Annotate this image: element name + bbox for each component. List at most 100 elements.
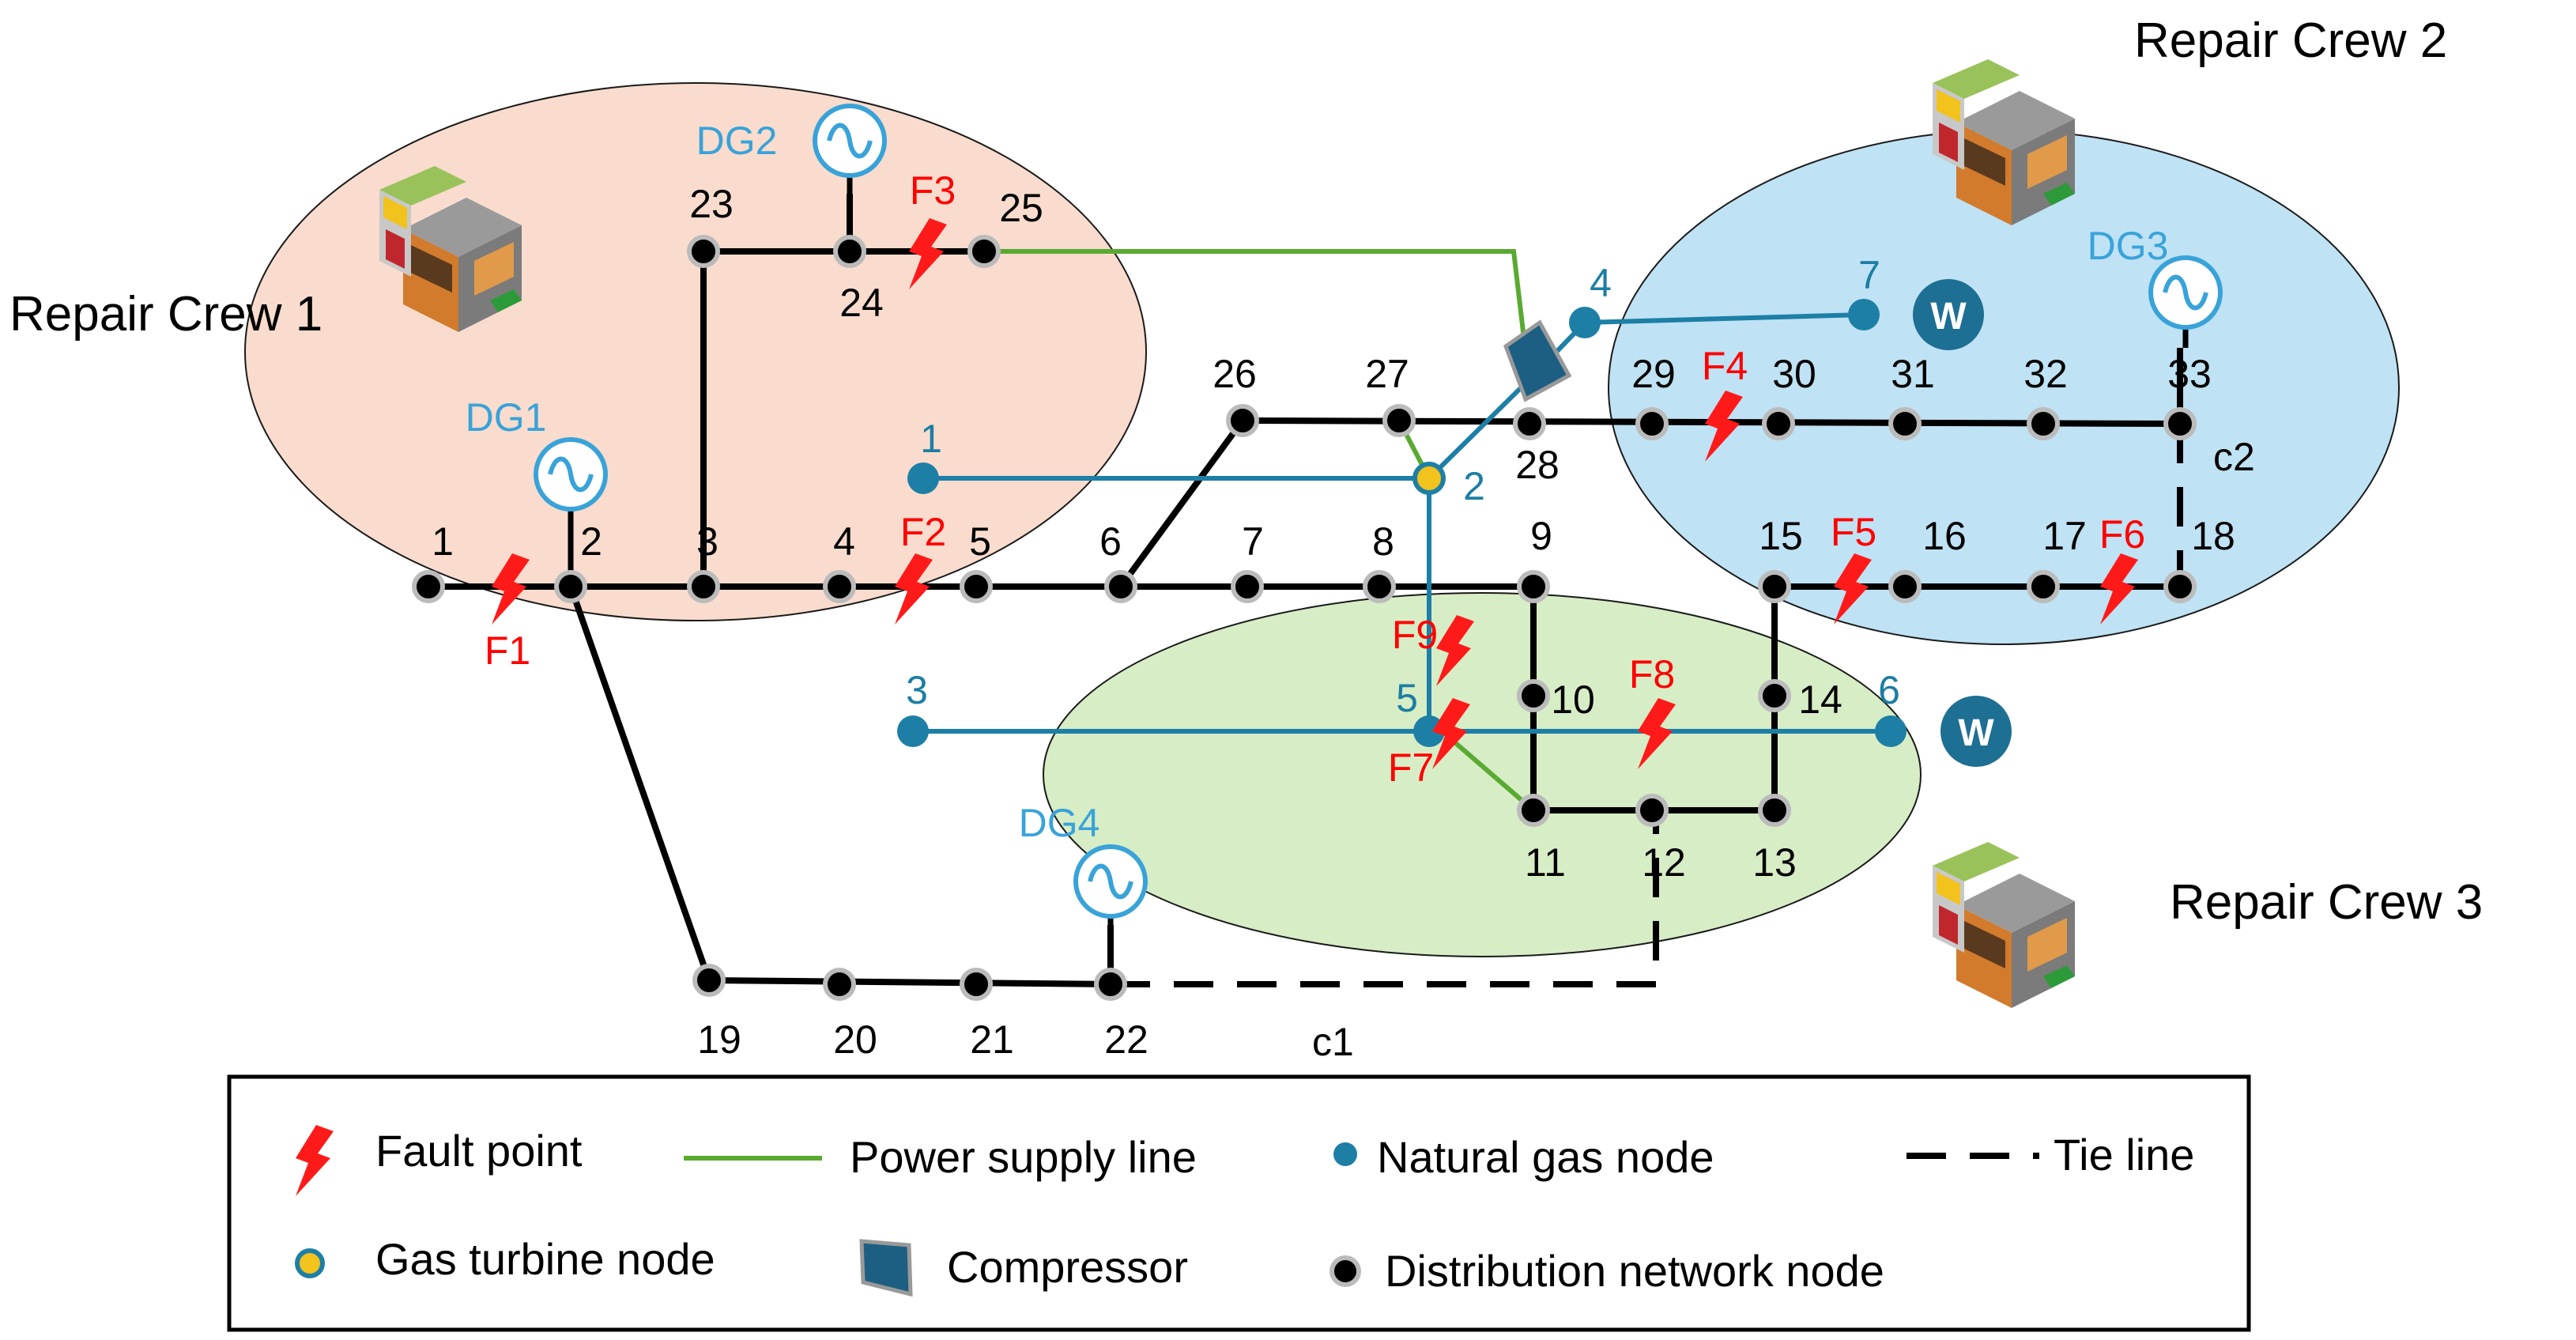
legend-distribution-network-node: Distribution network node [1385, 1246, 1884, 1296]
natural-gas-node [897, 715, 929, 747]
generator-icon [813, 104, 887, 178]
distribution-node [412, 570, 445, 603]
dg-label: DG2 [696, 119, 778, 163]
natural-gas-node [1875, 715, 1907, 747]
distribution-node-label: 12 [1642, 840, 1686, 885]
crew-label-3: Repair Crew 3 [2170, 875, 2483, 930]
distribution-node [1094, 968, 1127, 1001]
distribution-node [1758, 570, 1791, 603]
tie-label-c2: c2 [2213, 435, 2255, 479]
distribution-node [1635, 407, 1669, 440]
zone-repair-crew-3 [1043, 592, 1922, 957]
distribution-node [687, 235, 720, 268]
gas-turbine-node [1412, 462, 1446, 495]
distribution-node [1104, 570, 1137, 603]
distribution-node-label: 18 [2191, 514, 2235, 558]
legend-power-supply-line: Power supply line [850, 1132, 1197, 1182]
distribution-node-label: 6 [1099, 519, 1122, 564]
distribution-nodes [412, 235, 2197, 1001]
distribution-node-label: 3 [696, 519, 718, 564]
distribution-node-label: 19 [697, 1017, 741, 1062]
distribution-node [1517, 794, 1550, 827]
distribution-node [823, 968, 856, 1001]
distribution-node [823, 570, 856, 603]
distribution-node-label: 33 [2167, 352, 2212, 396]
distribution-node-label: 11 [1525, 840, 1566, 885]
gas-nodes [897, 299, 1907, 747]
gas-node-label: 1 [920, 417, 942, 461]
distribution-node-label: 28 [1515, 443, 1560, 487]
generator-icon [2148, 255, 2223, 330]
distribution-node [1758, 794, 1791, 827]
distribution-node-label: 30 [1772, 352, 1816, 396]
dg-label: DG1 [466, 395, 547, 440]
legend-tie-line: Tie line [2054, 1130, 2194, 1180]
crew-label-1: Repair Crew 1 [9, 287, 322, 342]
distribution-node [833, 235, 866, 268]
distribution-node-label: 23 [689, 182, 734, 226]
distribution-node [1517, 570, 1550, 603]
distribution-node-label: 2 [580, 519, 602, 564]
distribution-node [1226, 404, 1259, 437]
distribution-node-icon [1329, 1255, 1361, 1287]
distribution-node [1888, 407, 1922, 440]
gas-node-label: 2 [1463, 464, 1485, 508]
fault-label: F9 [1392, 613, 1438, 657]
distribution-node-label: 9 [1530, 514, 1552, 558]
fault-label: F5 [1831, 510, 1876, 554]
distribution-node [1382, 404, 1416, 437]
distribution-node [1635, 794, 1669, 827]
legend-natural-gas-node: Natural gas node [1377, 1132, 1714, 1182]
generators [534, 104, 2223, 919]
distribution-node [1513, 407, 1546, 440]
natural-gas-node [907, 462, 939, 494]
distribution-node-label: 29 [1631, 352, 1676, 396]
legend: Fault point Power supply line Natural ga… [227, 1074, 2251, 1332]
distribution-node [554, 570, 587, 603]
distribution-node-label: 10 [1551, 678, 1595, 722]
distribution-node [967, 235, 1001, 268]
distribution-node-label: 13 [1752, 840, 1797, 885]
crew-label-2: Repair Crew 2 [2134, 13, 2447, 68]
distribution-node-label: 14 [1798, 678, 1842, 722]
gas-node-label: 3 [906, 668, 928, 712]
distribution-node-label: 25 [999, 186, 1043, 230]
gas-well-6: W [1940, 696, 2012, 767]
natural-gas-node [1569, 307, 1601, 338]
distribution-node-label: 31 [1891, 352, 1935, 396]
distribution-node-label: 17 [2042, 514, 2087, 558]
gas-node-label: 5 [1396, 676, 1418, 720]
gas-node-label: 7 [1858, 253, 1880, 297]
distribution-node [1231, 570, 1264, 603]
legend-fault-point: Fault point [375, 1126, 583, 1176]
legend-compressor: Compressor [947, 1242, 1188, 1292]
gas-turbine-node-icon [295, 1248, 325, 1278]
gas-well-symbol: W [1958, 712, 1994, 754]
fault-label: F8 [1629, 652, 1675, 696]
dg-label: DG4 [1019, 801, 1100, 845]
distribution-node-label: 4 [833, 519, 855, 564]
distribution-node-label: 16 [1922, 514, 1967, 558]
distribution-node [1363, 570, 1396, 603]
distribution-node-label: 32 [2023, 352, 2068, 396]
gas-well-7: W [1913, 279, 1984, 350]
distribution-node [2027, 407, 2060, 440]
legend-gas-turbine-node: Gas turbine node [375, 1234, 715, 1284]
fault-label: F1 [485, 628, 530, 673]
distribution-node-label: 26 [1213, 352, 1257, 396]
repair-station-icon [1933, 842, 2075, 1008]
distribution-node [1888, 570, 1922, 603]
fault-label: F2 [900, 510, 946, 554]
distribution-node-label: 20 [833, 1017, 877, 1062]
distribution-node-label: 7 [1242, 519, 1264, 564]
distribution-node [2163, 570, 2197, 603]
distribution-node [687, 570, 720, 603]
distribution-node-label: 5 [969, 519, 991, 564]
distribution-node-label: 8 [1372, 519, 1394, 564]
tie-lines [1111, 424, 2183, 987]
distribution-node-label: 27 [1365, 352, 1409, 396]
fault-label: F6 [2099, 512, 2145, 557]
distribution-node [1762, 407, 1795, 440]
